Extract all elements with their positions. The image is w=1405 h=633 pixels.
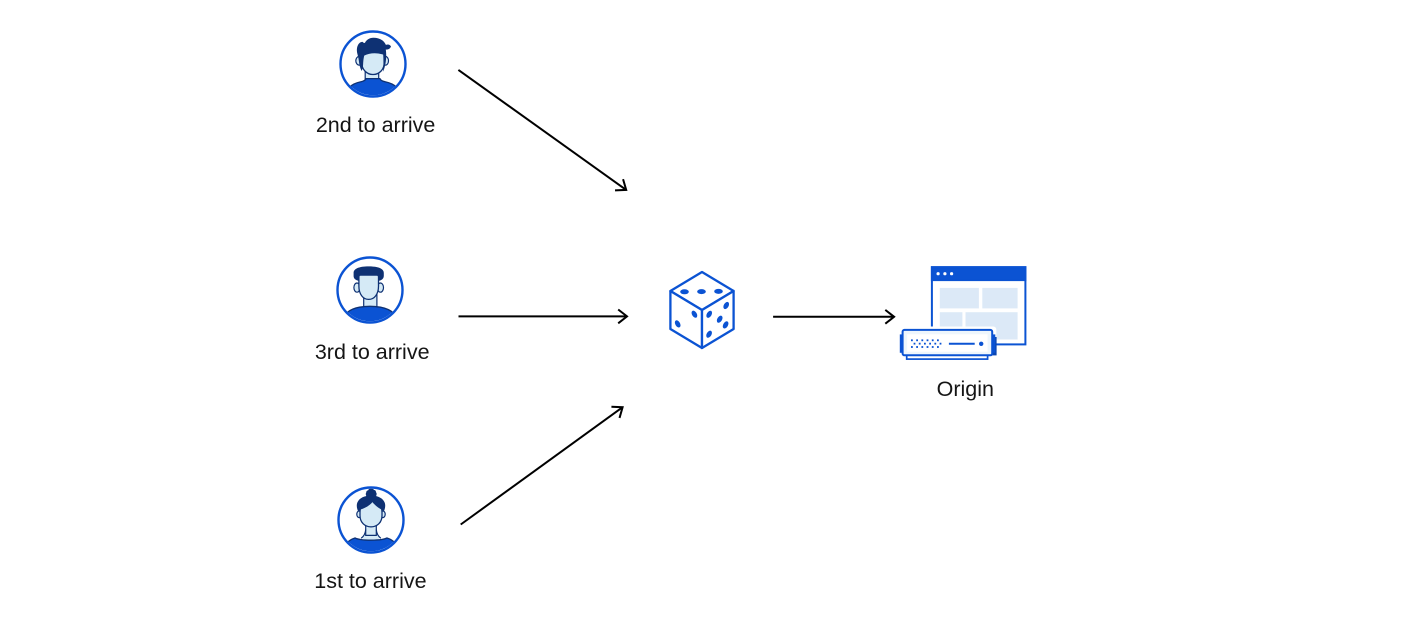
node-random-dice <box>660 262 744 358</box>
server-icon <box>898 326 997 361</box>
node-origin: Origin <box>896 263 1030 401</box>
node-user-first: 1st to arrive <box>314 486 427 593</box>
avatar-woman-bun-icon <box>337 486 405 554</box>
edge-user-second-to-dice <box>457 69 628 192</box>
node-user-third-label: 3rd to arrive <box>314 340 430 365</box>
origin-browser-server-icon <box>898 266 1027 361</box>
node-user-first-label: 1st to arrive <box>314 568 427 593</box>
node-user-third: 3rd to arrive <box>315 255 430 364</box>
avatar-man-quiff-icon <box>338 30 407 98</box>
server-led-pattern <box>911 339 942 348</box>
dice-icon <box>669 270 735 350</box>
edge-user-first-to-dice <box>460 405 624 526</box>
avatar-man-crewcut-icon <box>335 255 404 324</box>
node-origin-label: Origin <box>936 377 994 401</box>
node-user-second: 2nd to arrive <box>316 30 435 137</box>
node-user-second-label: 2nd to arrive <box>315 113 436 137</box>
